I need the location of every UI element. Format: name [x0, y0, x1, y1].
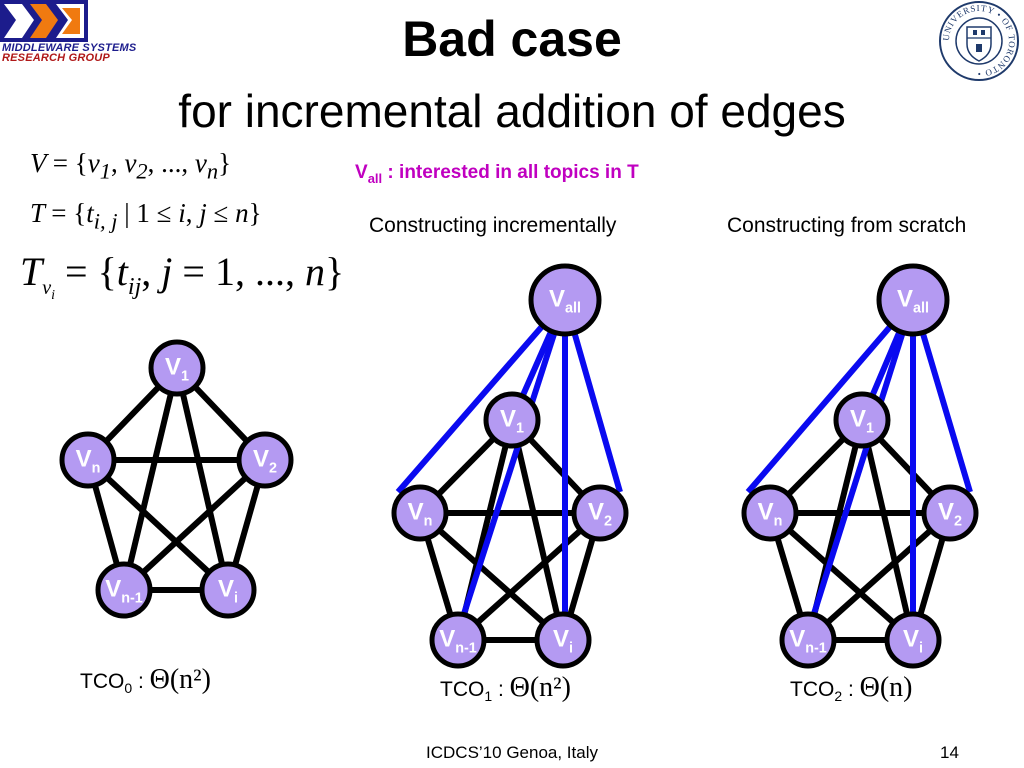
graph-node: [483, 391, 541, 449]
graph-edge: [85, 457, 231, 593]
graph-node: [391, 484, 449, 542]
graph-edge: [859, 419, 916, 641]
graph-node: [534, 611, 592, 669]
graph-node: [59, 431, 117, 489]
vall-node-label: Vall: [897, 285, 929, 316]
vall-node-label: Vall: [549, 285, 581, 316]
equation-tv-lhs: Tvi: [20, 249, 56, 303]
graph-node-label: Vn-1: [789, 625, 827, 656]
slide-subtitle: for incremental addition of edges: [178, 85, 846, 137]
graph-node-label: V2: [253, 445, 277, 476]
graph-edge: [174, 367, 231, 591]
graph-node-label: Vn-1: [105, 575, 143, 606]
tco-2-complexity: Θ(n): [859, 672, 913, 703]
graph-node-label: Vi: [218, 575, 238, 606]
graph-node-label: V1: [500, 405, 524, 436]
graph-node: [741, 484, 799, 542]
graph-node: [236, 431, 294, 489]
middleware-logo-icon: [0, 0, 88, 42]
graph-edge: [456, 510, 602, 643]
vall-edge: [809, 299, 916, 621]
university-seal-icon: UNIVERSITY • OF TORONTO •: [939, 1, 1019, 81]
logo-text-line-1: MIDDLEWARE SYSTEMS: [2, 42, 137, 54]
tco-0-sub: 0: [124, 680, 133, 697]
graph-node: [833, 391, 891, 449]
tco-2-name: TCO: [790, 678, 835, 701]
graph-node-label: Vn: [408, 498, 433, 529]
vall-note: Vall : interested in all topics in T: [355, 162, 639, 186]
graph-edge: [121, 457, 268, 593]
graph-node: [921, 484, 979, 542]
graph-node-label: Vn: [758, 498, 783, 529]
graph-node-label: V1: [165, 353, 189, 384]
graph-node-label: V2: [588, 498, 612, 529]
tco-0-complexity: Θ(n²): [149, 664, 211, 695]
vall-note-prefix: V: [355, 162, 368, 183]
graph-node-label: Vn-1: [439, 625, 477, 656]
graph-node: [429, 611, 487, 669]
caption-incremental: Constructing incrementally: [369, 214, 617, 237]
equation-v-lhs: V: [30, 148, 47, 178]
tco-2-sub: 2: [834, 688, 843, 705]
vall-note-text: : interested in all topics in T: [382, 162, 639, 183]
tco-2-label: TCO2 : Θ(n): [790, 672, 913, 704]
vall-edge: [395, 298, 568, 494]
graph-node: [199, 561, 257, 619]
equation-t-lhs: T: [30, 198, 45, 228]
graph-edge: [806, 510, 952, 643]
graph-node: [571, 484, 629, 542]
vall-node: [876, 263, 950, 337]
equation-vertex-set: V = {v1, v2, ..., vn}: [30, 148, 232, 184]
graph-node: [779, 611, 837, 669]
tco-2-sep: :: [842, 678, 860, 701]
graph-node-label: V1: [850, 405, 874, 436]
tco-1-sep: :: [492, 678, 510, 701]
graph-node-label: V2: [938, 498, 962, 529]
tco-1-sub: 1: [484, 688, 493, 705]
graph-node-label: Vi: [553, 625, 573, 656]
tco-1-name: TCO: [440, 678, 485, 701]
vall-note-sub: all: [367, 170, 383, 186]
vall-node: [528, 263, 602, 337]
graph-edge: [121, 367, 180, 591]
graph-node: [148, 339, 206, 397]
vall-edge: [745, 298, 916, 494]
graph-node-label: Vn: [76, 445, 101, 476]
graph-node: [884, 611, 942, 669]
tco-0-label: TCO0 : Θ(n²): [80, 664, 211, 696]
tco-0-sep: :: [132, 670, 150, 693]
vall-edge: [459, 299, 568, 621]
graph-node: [95, 561, 153, 619]
slide-page-number: 14: [940, 743, 959, 762]
slide-title: Bad case: [402, 11, 622, 67]
tco-1-label: TCO1 : Θ(n²): [440, 672, 571, 704]
tco-1-complexity: Θ(n²): [509, 672, 571, 703]
footer-venue: ICDCS’10 Genoa, Italy: [426, 743, 598, 762]
graph-edge: [509, 419, 566, 641]
caption-scratch: Constructing from scratch: [727, 214, 967, 237]
graph-edge: [768, 510, 915, 643]
tco-0-name: TCO: [80, 670, 125, 693]
equation-topic-set: T = {ti, j | 1 ≤ i, j ≤ n}: [30, 198, 262, 234]
graph-node-label: Vi: [903, 625, 923, 656]
logo-text-line-2: RESEARCH GROUP: [2, 52, 110, 64]
equation-node-topics: Tvi = {tij, j = 1, ..., n}: [20, 249, 345, 303]
graph-edge: [418, 510, 565, 643]
